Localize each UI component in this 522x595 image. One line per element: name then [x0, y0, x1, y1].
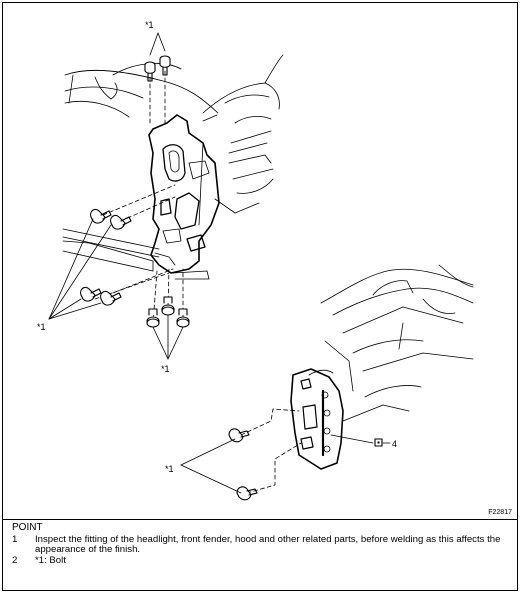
bolt-icon [159, 55, 171, 76]
bolt-icon [228, 428, 250, 443]
callout-bolt-lower-right: *1 [165, 464, 174, 474]
bolt-icon [90, 208, 112, 224]
notes-section: POINT 1 Inspect the fitting of the headl… [12, 522, 510, 567]
bolt-icon [236, 486, 258, 501]
part-4-marker [330, 434, 391, 447]
callout-leaders [180, 438, 242, 494]
bolt-icon [80, 286, 102, 302]
bolt-icon [146, 308, 160, 328]
note-text: *1: Bolt [35, 554, 66, 566]
lower-rails [62, 228, 210, 280]
bolt-icon [144, 61, 156, 82]
note-item: 1 Inspect the fitting of the headlight, … [12, 533, 510, 556]
figure-id: F22817 [488, 509, 512, 516]
bolt-guide-lines [94, 70, 302, 494]
note-number: 1 [12, 533, 18, 545]
bolt-icon [110, 214, 132, 230]
divider [3, 519, 518, 520]
bolt-icon [161, 296, 175, 316]
lower-body-panel [308, 264, 474, 422]
callout-bolt-bottom: *1 [161, 364, 170, 374]
note-text: Inspect the fitting of the headlight, fr… [35, 533, 501, 556]
callout-part-4: 4 [392, 439, 397, 449]
callout-leaders [48, 32, 184, 360]
reinforcement-plate [290, 368, 344, 470]
callout-bolt-top: *1 [145, 20, 154, 30]
note-number: 2 [12, 554, 18, 566]
bolt-icon [176, 308, 190, 328]
assembly-diagram: *1 *1 *1 *1 4 [37, 20, 474, 501]
notes-heading: POINT [12, 522, 43, 533]
bolt-icon [100, 290, 122, 306]
note-item: 2 *1: Bolt [12, 554, 510, 567]
headlight-bracket [148, 114, 220, 274]
upper-body-panel [64, 54, 284, 214]
callout-bolt-left: *1 [37, 322, 46, 332]
figure-frame [2, 2, 518, 591]
